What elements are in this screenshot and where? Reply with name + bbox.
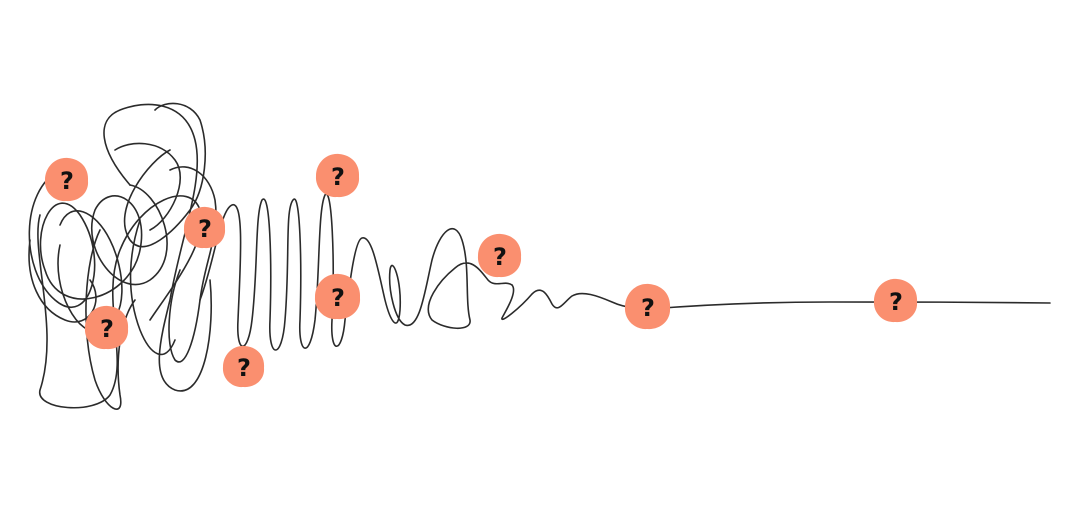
question-marker: ? [315,153,360,198]
marker-blob [84,305,129,350]
question-markers: ????????? [44,153,918,388]
question-marker: ? [873,278,918,323]
marker-blob [44,157,89,202]
marker-blob [183,206,226,249]
question-mark-label: ? [889,288,903,316]
tangle-scribble [28,102,217,410]
wavy-tail [501,284,651,321]
question-marker: ? [222,345,265,388]
straight-line [649,301,1051,310]
question-marker: ? [44,157,89,202]
question-mark-label: ? [237,354,251,382]
marker-blob [222,345,265,388]
question-mark-label: ? [641,294,655,322]
question-mark-label: ? [100,315,114,343]
marker-blob [873,278,918,323]
marker-blob [314,273,361,320]
question-marker: ? [624,283,671,330]
question-marker: ? [183,206,226,249]
marker-blob [315,153,360,198]
zigzag-loops [199,193,513,351]
question-marker: ? [84,305,129,350]
question-mark-label: ? [198,215,212,243]
question-marker: ? [477,233,522,278]
question-mark-label: ? [60,167,74,195]
marker-blob [624,283,671,330]
question-marker: ? [314,273,361,320]
question-mark-label: ? [331,284,345,312]
marker-blob [477,233,522,278]
question-mark-label: ? [493,243,507,271]
question-mark-label: ? [331,163,345,191]
